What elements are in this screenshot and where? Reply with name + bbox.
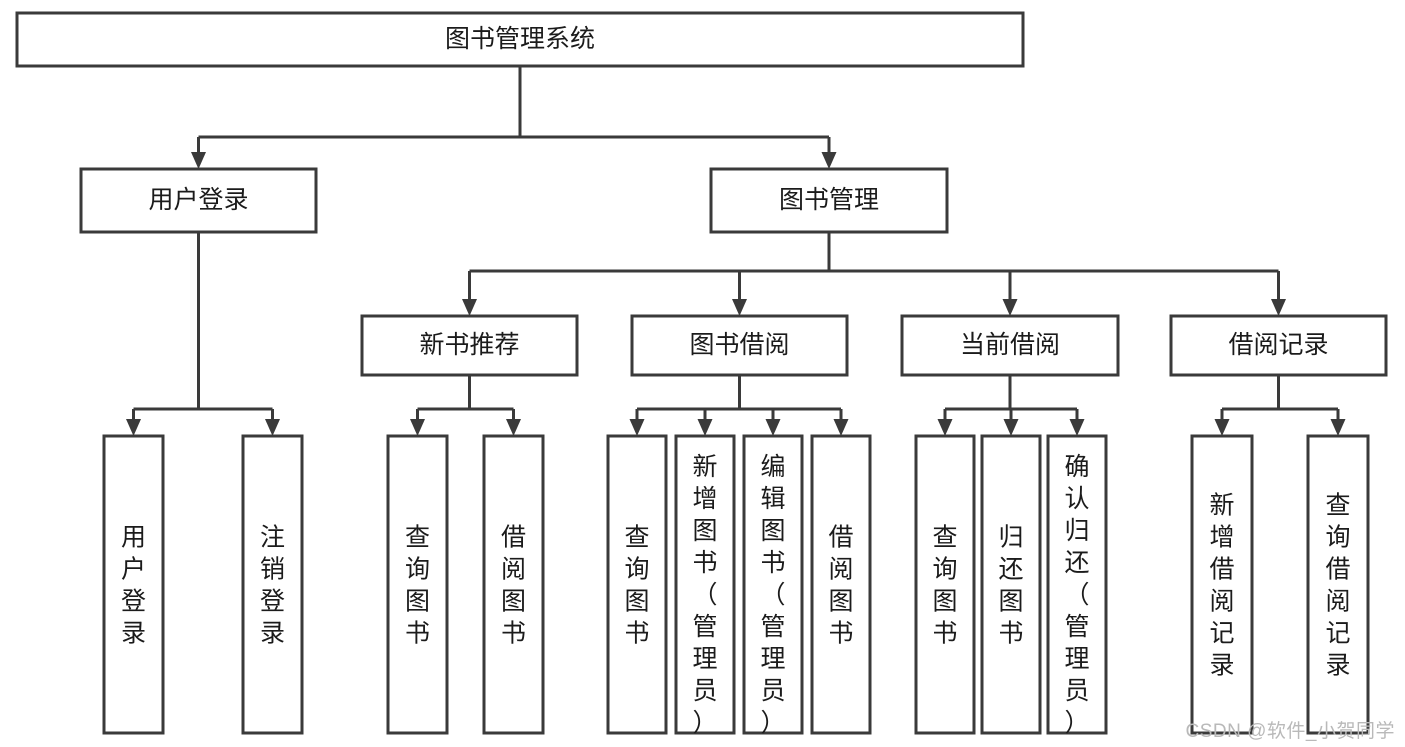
node-leaf-query-borrow-record-label: 查询借阅记录 (1325, 491, 1350, 679)
node-leaf-add-borrow-record-label: 新增借阅记录 (1209, 491, 1234, 679)
node-leaf-borrow-book-2-label: 借阅图书 (828, 523, 853, 647)
node-leaf-add-book-admin[interactable]: 新增图书（管理员） (674, 434, 736, 737)
node-book-management[interactable]: 图书管理 (709, 167, 949, 234)
node-new-book-recommend[interactable]: 新书推荐 (360, 314, 579, 377)
node-leaf-borrow-book-1-box[interactable] (482, 434, 545, 735)
node-leaf-confirm-return-admin-box[interactable] (1046, 434, 1108, 735)
node-new-book-recommend-box[interactable] (360, 314, 579, 377)
node-current-borrow-label: 当前借阅 (960, 331, 1060, 359)
node-borrow-record-box[interactable] (1169, 314, 1388, 377)
node-leaf-query-borrow-record-box[interactable] (1306, 434, 1370, 735)
node-leaf-borrow-book-2-box[interactable] (810, 434, 872, 735)
node-book-management-label: 图书管理 (779, 186, 879, 214)
node-leaf-borrow-book-1[interactable]: 借阅图书 (482, 434, 545, 735)
node-book-borrow-label: 图书借阅 (689, 331, 789, 359)
node-user-login[interactable]: 用户登录 (79, 167, 318, 234)
node-leaf-borrow-book-1-label: 借阅图书 (501, 523, 526, 647)
node-leaf-query-book-3-label: 查询图书 (932, 523, 957, 647)
node-leaf-query-book-2[interactable]: 查询图书 (606, 434, 668, 735)
node-root-system-box[interactable] (15, 11, 1025, 68)
node-leaf-query-book-2-label: 查询图书 (624, 523, 649, 647)
node-leaf-edit-book-admin-box[interactable] (742, 434, 804, 735)
node-leaf-add-borrow-record-box[interactable] (1190, 434, 1254, 735)
node-leaf-confirm-return-admin[interactable]: 确认归还（管理员） (1046, 434, 1108, 737)
node-leaf-return-book[interactable]: 归还图书 (980, 434, 1042, 735)
node-book-borrow[interactable]: 图书借阅 (630, 314, 849, 377)
node-root-system[interactable]: 图书管理系统 (15, 11, 1025, 68)
node-leaf-return-book-box[interactable] (980, 434, 1042, 735)
node-leaf-return-book-label: 归还图书 (998, 523, 1023, 647)
node-leaf-borrow-book-2[interactable]: 借阅图书 (810, 434, 872, 735)
node-leaf-edit-book-admin[interactable]: 编辑图书（管理员） (742, 434, 804, 737)
node-leaf-user-login[interactable]: 用户登录 (102, 434, 165, 735)
node-leaf-query-book-3[interactable]: 查询图书 (914, 434, 976, 735)
node-borrow-record[interactable]: 借阅记录 (1169, 314, 1388, 377)
node-leaf-user-logout-box[interactable] (241, 434, 304, 735)
node-leaf-user-login-label: 用户登录 (121, 523, 146, 647)
node-current-borrow[interactable]: 当前借阅 (900, 314, 1120, 377)
node-leaf-add-book-admin-label: 新增图书（管理员） (692, 453, 717, 737)
node-leaf-query-book-1-box[interactable] (386, 434, 449, 735)
node-leaf-query-book-2-box[interactable] (606, 434, 668, 735)
node-root-system-label: 图书管理系统 (445, 25, 595, 53)
node-leaf-user-logout[interactable]: 注销登录 (241, 434, 304, 735)
node-leaf-query-book-3-box[interactable] (914, 434, 976, 735)
node-borrow-record-label: 借阅记录 (1228, 331, 1328, 359)
node-leaf-add-borrow-record[interactable]: 新增借阅记录 (1190, 434, 1254, 735)
node-user-login-label: 用户登录 (148, 186, 248, 214)
node-leaf-add-book-admin-box[interactable] (674, 434, 736, 735)
node-leaf-query-book-1[interactable]: 查询图书 (386, 434, 449, 735)
node-leaf-user-login-box[interactable] (102, 434, 165, 735)
node-leaf-confirm-return-admin-label: 确认归还（管理员） (1064, 453, 1089, 737)
node-new-book-recommend-label: 新书推荐 (419, 331, 519, 359)
node-leaf-query-borrow-record[interactable]: 查询借阅记录 (1306, 434, 1370, 735)
node-current-borrow-box[interactable] (900, 314, 1120, 377)
node-book-borrow-box[interactable] (630, 314, 849, 377)
node-leaf-query-book-1-label: 查询图书 (405, 523, 430, 647)
node-leaf-edit-book-admin-label: 编辑图书（管理员） (760, 453, 785, 737)
node-user-login-box[interactable] (79, 167, 318, 234)
node-book-management-box[interactable] (709, 167, 949, 234)
node-leaf-user-logout-label: 注销登录 (260, 523, 285, 647)
